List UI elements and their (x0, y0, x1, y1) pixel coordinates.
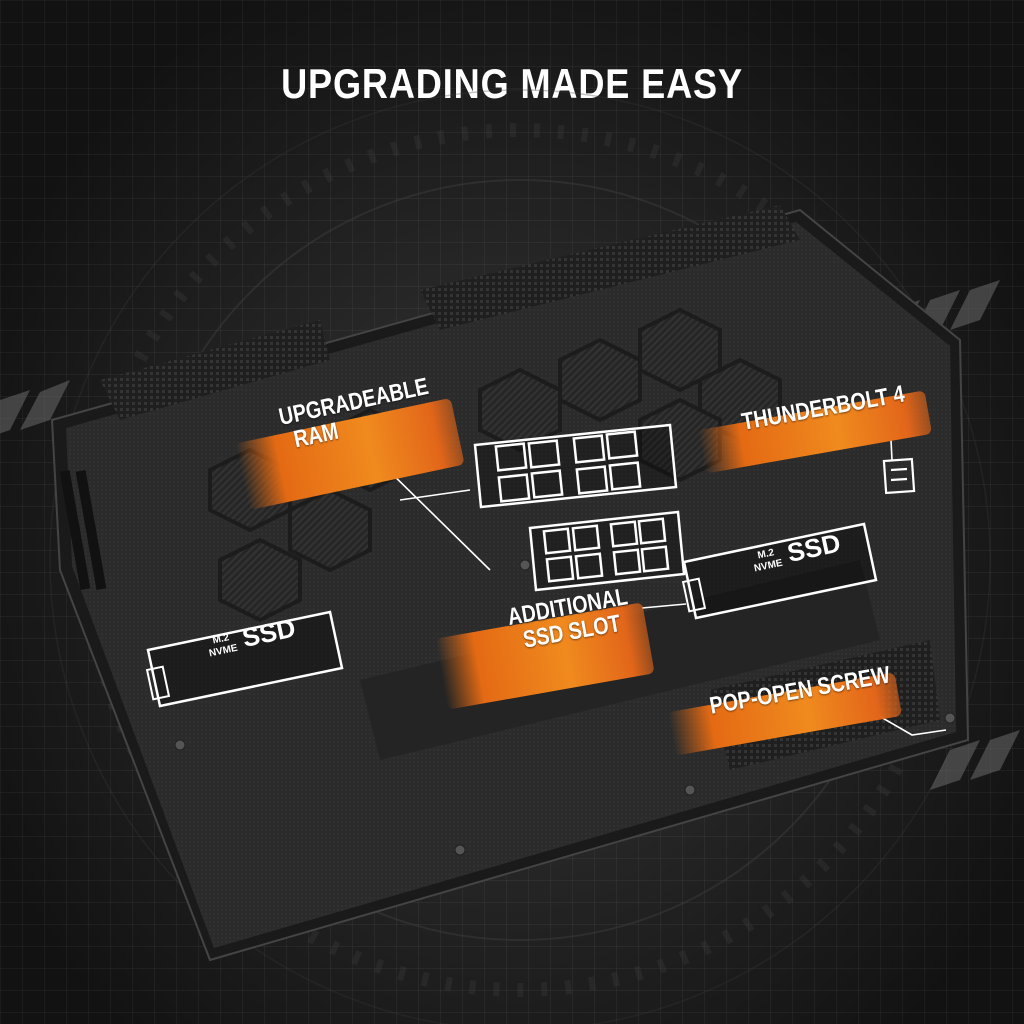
ssd-card-right (681, 522, 878, 620)
thunderbolt-port (882, 457, 916, 495)
top-vent-left (100, 320, 330, 420)
pop-open-screw (944, 712, 956, 724)
side-vent-left (59, 470, 107, 590)
ssd-card-left (145, 610, 344, 708)
ssd-right-name: SSD (784, 527, 844, 568)
ram-module-1 (473, 423, 678, 509)
ram-module-2 (528, 510, 686, 592)
ssd-left-name: SSD (239, 612, 299, 653)
page-title: UPGRADING MADE EASY (281, 60, 743, 107)
top-vent-right (420, 205, 800, 330)
screws (174, 559, 956, 856)
